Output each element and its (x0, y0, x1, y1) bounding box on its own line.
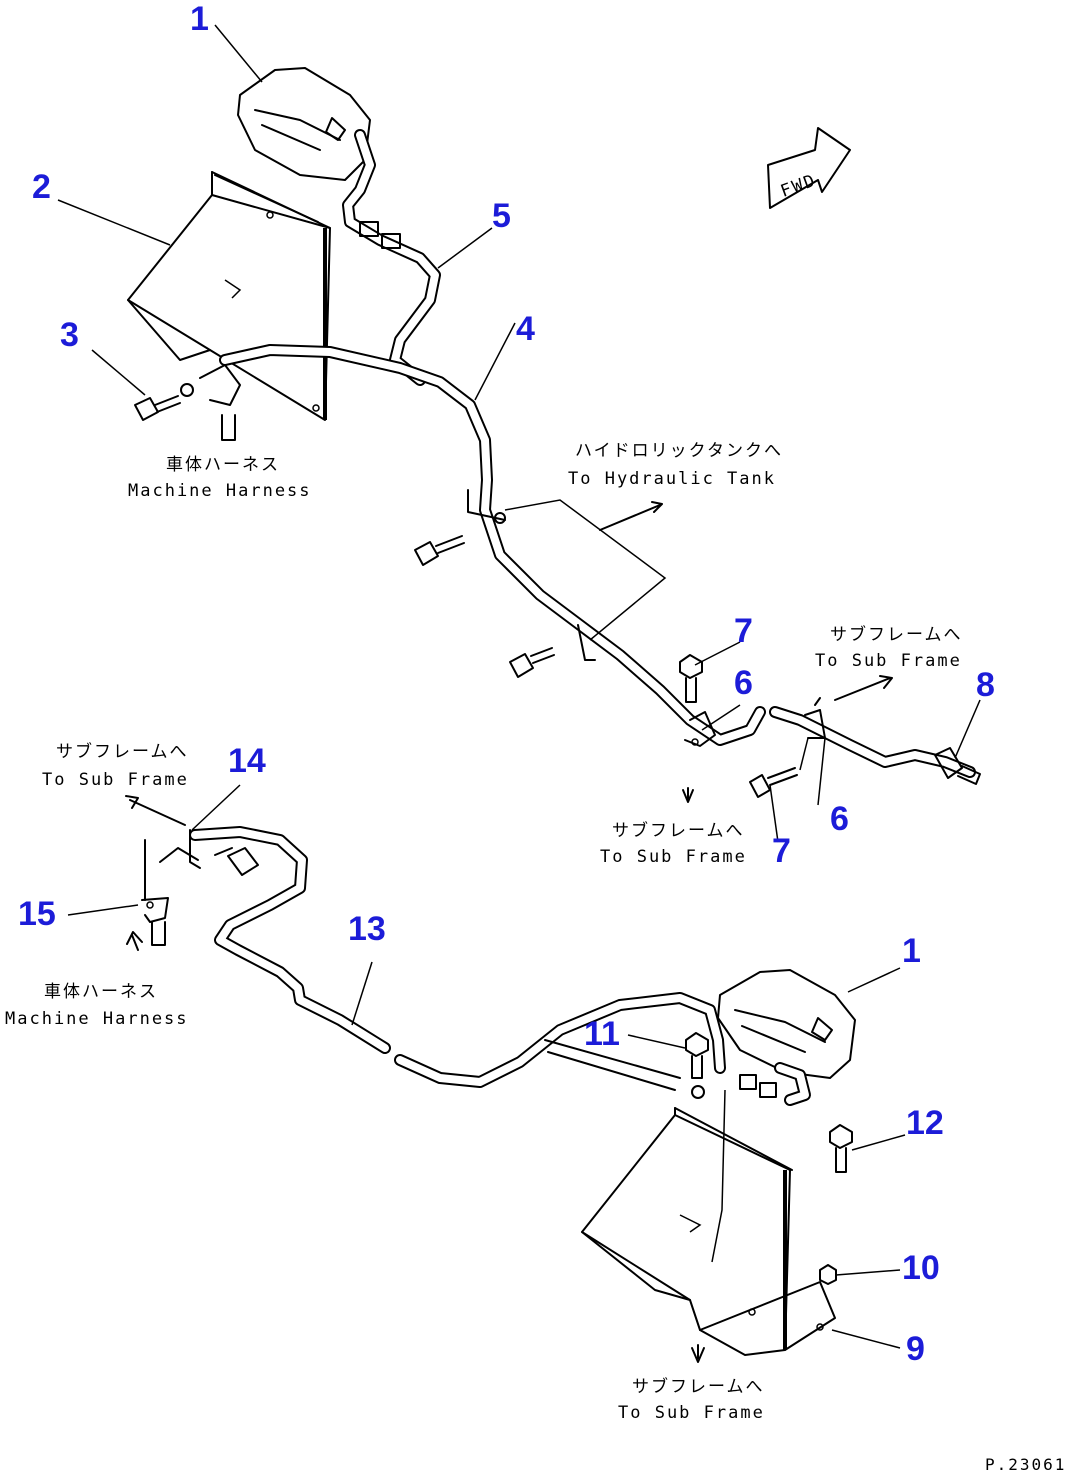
nut-10 (819, 1264, 837, 1285)
caption-machine-harness-left-jp: 車体ハーネス (44, 982, 158, 1002)
arrow-hydraulic-tank (599, 501, 663, 531)
work-lamp-bottom (717, 969, 856, 1106)
arrow-sub-frame-left (125, 795, 186, 826)
bolt-7-upper (679, 654, 703, 703)
caption-sub-frame-bottom-jp: サブフレームへ (632, 1376, 765, 1397)
fwd-arrow-mark: FWD (767, 127, 851, 209)
harness-8 (769, 706, 981, 785)
leader-lines (57, 24, 981, 1349)
callout-1-bottom: 1 (902, 932, 921, 970)
caption-sub-frame-right-jp: サブフレームへ (830, 624, 963, 645)
harness-13 (189, 826, 726, 1091)
lamp-bracket-top (127, 171, 331, 421)
bolt-11 (685, 1032, 709, 1099)
caption-sub-frame-bottom-en: To Sub Frame (618, 1403, 765, 1423)
callout-2: 2 (32, 168, 51, 206)
callout-11: 11 (584, 1015, 620, 1053)
fwd-label: FWD (778, 170, 819, 201)
arrow-sub-frame-mid (682, 787, 694, 803)
drawing-code: P.23061 (985, 1455, 1066, 1474)
caption-hydraulic-tank-jp: ハイドロリックタンクへ (575, 441, 783, 461)
harness-4 (219, 344, 766, 746)
callout-8: 8 (976, 666, 995, 704)
callout-3: 3 (60, 316, 79, 354)
harness-connector-15 (141, 897, 169, 946)
caption-sub-frame-right-en: To Sub Frame (815, 651, 962, 671)
lamp-bracket-bottom (581, 1089, 836, 1356)
callout-1-top: 1 (190, 0, 209, 38)
caption-sub-frame-mid-jp: サブフレームへ (612, 820, 745, 841)
callout-15: 15 (18, 895, 56, 933)
callout-5: 5 (492, 197, 511, 235)
caption-machine-harness-left-en: Machine Harness (5, 1009, 189, 1029)
caption-sub-frame-left-en: To Sub Frame (42, 770, 189, 790)
callout-13: 13 (348, 910, 386, 948)
clip-hydraulic-lower (509, 624, 596, 678)
clamp-6-left (684, 711, 716, 747)
callout-7-upper: 7 (734, 612, 753, 650)
bolt-12 (829, 1124, 853, 1173)
clip-14-left (144, 829, 259, 901)
caption-machine-harness-top-en: Machine Harness (128, 481, 312, 501)
callout-6-left: 6 (734, 664, 753, 702)
bolt-7-lower (749, 737, 809, 798)
caption-machine-harness-top-jp: 車体ハーネス (166, 455, 280, 475)
caption-hydraulic-tank-en: To Hydraulic Tank (568, 469, 776, 489)
clamp-6-right (804, 697, 826, 739)
machine-harness-connector-top (199, 364, 241, 441)
callout-4: 4 (516, 310, 535, 348)
caption-sub-frame-left-jp: サブフレームへ (56, 741, 189, 762)
arrow-sub-frame-bottom (691, 1344, 705, 1363)
callout-9: 9 (906, 1330, 925, 1368)
arrow-sub-frame-right (834, 675, 893, 701)
callout-12: 12 (906, 1104, 944, 1142)
harness-5 (342, 129, 441, 386)
arrow-machine-harness-left (126, 931, 143, 951)
callout-10: 10 (902, 1249, 940, 1287)
callout-7-lower: 7 (772, 832, 791, 870)
callout-6-right: 6 (830, 800, 849, 838)
callout-14: 14 (228, 742, 266, 780)
work-lamp-top (237, 67, 371, 181)
clip-hydraulic-upper (414, 489, 667, 641)
caption-sub-frame-mid-en: To Sub Frame (600, 847, 747, 867)
bolt-3 (134, 383, 194, 421)
